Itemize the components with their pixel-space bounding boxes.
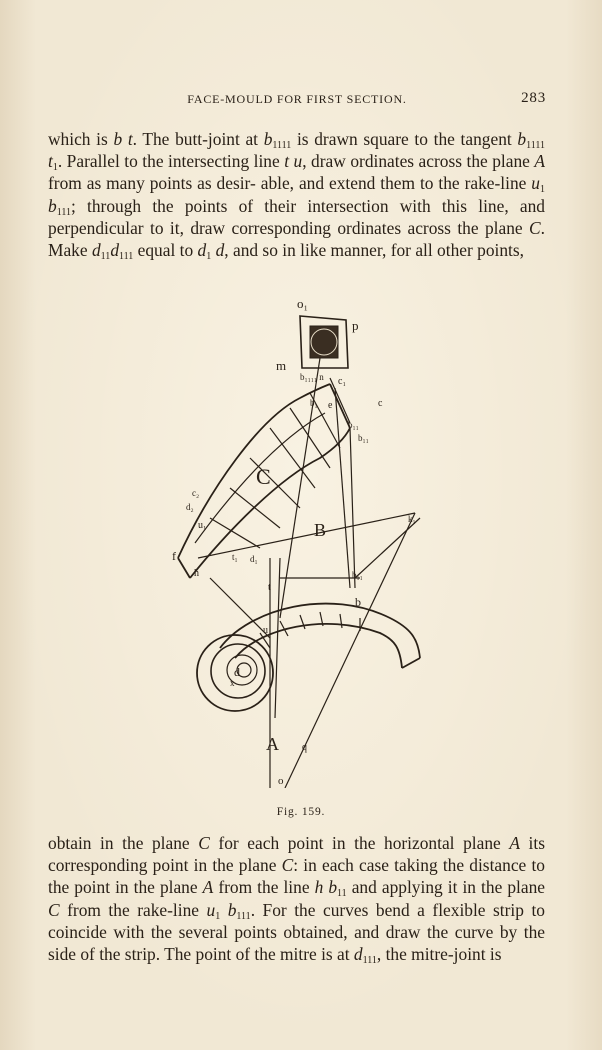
- svg-text:b₁₁: b₁₁: [358, 433, 369, 443]
- running-head: FACE-MOULD FOR FIRST SECTION. 283: [48, 90, 546, 112]
- svg-text:c₂: c₂: [192, 488, 199, 498]
- figure-159: o₁ p m b₁₁₁₁ n c₁ c b₁ e b₁₁ b₁₁ C B k₁ …: [150, 288, 480, 789]
- page-number: 283: [521, 90, 546, 106]
- paragraph-bottom: obtain in the plane C for each point in …: [48, 833, 545, 967]
- svg-text:q: q: [302, 742, 307, 753]
- svg-text:b₁₁: b₁₁: [348, 420, 359, 430]
- rake-line: [284, 512, 416, 789]
- svg-text:d₁: d₁: [250, 554, 258, 564]
- svg-text:p: p: [352, 318, 359, 333]
- svg-text:u₁: u₁: [198, 520, 207, 531]
- svg-text:u: u: [263, 625, 268, 636]
- svg-text:t: t: [268, 582, 271, 593]
- svg-text:x: x: [230, 678, 235, 688]
- figure-labels: o₁ p m b₁₁₁₁ n c₁ c b₁ e b₁₁ b₁₁ C B k₁ …: [172, 296, 416, 787]
- plane-c-outline: [177, 383, 351, 579]
- svg-text:h: h: [194, 568, 199, 579]
- scroll-spiral: [196, 634, 274, 712]
- svg-text:B: B: [314, 520, 326, 540]
- figure-caption: Fig. 159.: [276, 806, 326, 818]
- svg-text:o₁: o₁: [297, 296, 308, 311]
- svg-text:d₂: d₂: [186, 502, 194, 512]
- svg-text:b₁₁₁₁ n: b₁₁₁₁ n: [300, 372, 324, 382]
- plane-a-rail: [219, 602, 421, 669]
- svg-text:b: b: [355, 595, 361, 609]
- svg-text:k₁: k₁: [408, 514, 416, 524]
- svg-text:b₁₁: b₁₁: [352, 570, 363, 580]
- hatched-square-detail: [299, 315, 349, 369]
- face-mould-diagram: o₁ p m b₁₁₁₁ n c₁ c b₁ e b₁₁ b₁₁ C B k₁ …: [172, 296, 421, 789]
- svg-text:o: o: [278, 775, 284, 787]
- svg-text:A: A: [266, 734, 279, 754]
- svg-text:c₁: c₁: [338, 376, 346, 387]
- svg-text:f: f: [172, 549, 176, 563]
- svg-text:t₁: t₁: [232, 552, 238, 562]
- svg-text:d: d: [234, 665, 240, 679]
- svg-text:b₁: b₁: [310, 398, 318, 408]
- running-title: FACE-MOULD FOR FIRST SECTION.: [187, 92, 407, 106]
- svg-text:e: e: [328, 400, 333, 411]
- plane-b-outline: [279, 357, 421, 619]
- paragraph-top: which is b t. The butt-joint at b1111 is…: [48, 129, 546, 263]
- svg-text:m: m: [276, 358, 286, 373]
- svg-text:c: c: [378, 398, 383, 409]
- svg-text:C: C: [256, 464, 271, 489]
